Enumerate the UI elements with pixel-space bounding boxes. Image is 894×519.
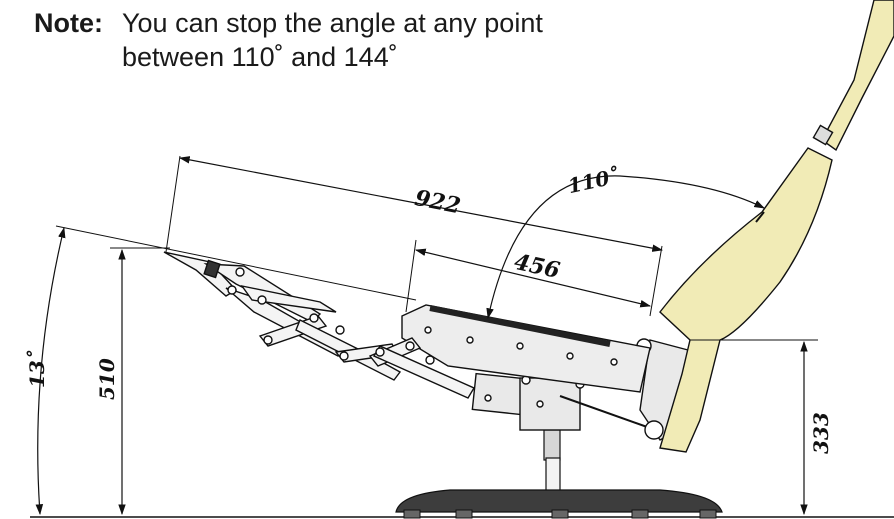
footrest-linkage [163, 251, 476, 399]
angle-13-arc: 13˚ [25, 225, 417, 516]
note-text-line-1: You can stop the angle at any point [122, 8, 543, 38]
dimension-510: 510 [95, 247, 170, 516]
dimension-510-label: 510 [95, 358, 119, 400]
backrest [659, 0, 894, 453]
dimension-922-label: 922 [413, 185, 463, 219]
angle-13-label: 13˚ [25, 350, 49, 388]
angle-110-label: 110˚ [566, 164, 622, 198]
note-label: Note: [34, 8, 103, 38]
dimension-333: 333 [690, 339, 833, 516]
dimension-456-label: 456 [512, 249, 562, 284]
dimension-456: 456 [405, 239, 652, 313]
note-text-line-2: between 110˚ and 144˚ [122, 42, 398, 72]
dimension-333-label: 333 [809, 412, 833, 454]
